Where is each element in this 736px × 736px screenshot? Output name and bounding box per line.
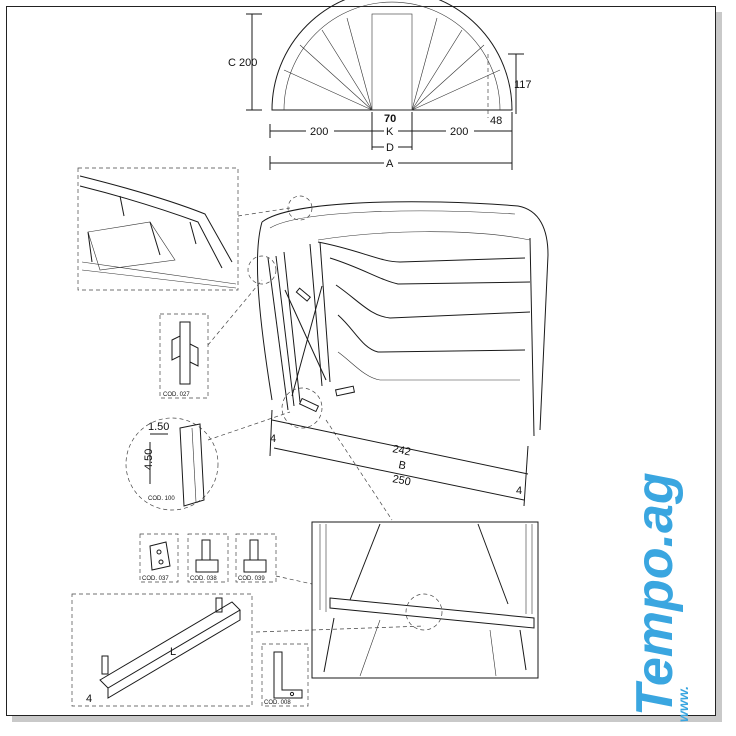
- dim-c200: C 200: [228, 57, 257, 69]
- dim-k: K: [386, 126, 394, 138]
- code-038: COD. 038: [190, 576, 217, 582]
- code-027: COD. 027: [163, 392, 190, 398]
- part-cod-039: COD. 039: [235, 533, 277, 583]
- dim-242: 242: [391, 443, 411, 458]
- tempo-logo: Tempo.ag www.: [626, 472, 691, 722]
- drawing-frame: [6, 6, 716, 716]
- main-structure: 242 B 250 4 4: [207, 195, 549, 633]
- logo-prefix: www.: [675, 686, 691, 722]
- dim-b: B: [397, 459, 406, 472]
- part-cod-037: COD. 037: [139, 533, 179, 583]
- base-bar-detail: L 4: [71, 593, 253, 707]
- dim-bar-l: L: [170, 646, 176, 658]
- corner-detail: [77, 167, 239, 291]
- logo-text: Tempo.ag: [626, 472, 684, 716]
- part-cod-008: COD. 008: [261, 643, 309, 707]
- dim-200-right: 200: [450, 126, 468, 138]
- dim-d: D: [386, 142, 394, 154]
- code-039: COD. 039: [238, 576, 265, 582]
- dim-bar-4: 4: [86, 693, 92, 705]
- code-100: COD. 100: [148, 496, 175, 502]
- dim-4-right: 4: [516, 485, 522, 497]
- part-cod-027: COD. 027: [159, 313, 209, 399]
- base-closeup: [311, 521, 539, 679]
- dim-200-left: 200: [310, 126, 328, 138]
- part-cod-100: 1.50 4.50 COD. 100: [125, 417, 219, 511]
- dim-a: A: [386, 158, 394, 170]
- code-037: COD. 037: [142, 576, 169, 582]
- arch-outline: [271, 0, 513, 111]
- dim-250: 250: [391, 473, 411, 488]
- dim-70: 70: [384, 113, 396, 125]
- part-cod-038: COD. 038: [187, 533, 229, 583]
- dim-117: 117: [514, 79, 532, 91]
- arch-elevation: C 200 117 70 48 200 200 K D A: [228, 0, 532, 170]
- dim-4-50: 4.50: [143, 449, 155, 470]
- code-008: COD. 008: [264, 700, 291, 706]
- dim-4-left: 4: [270, 433, 276, 445]
- dim-1-50: 1.50: [148, 421, 169, 433]
- dim-48: 48: [490, 115, 502, 127]
